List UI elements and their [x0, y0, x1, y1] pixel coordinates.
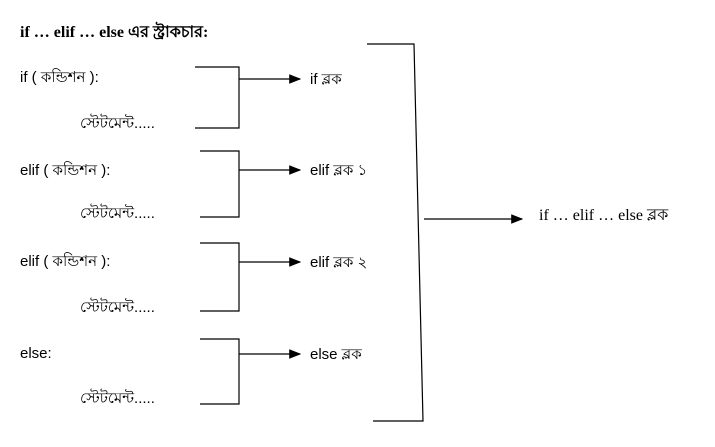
elif-1-header: elif ( কন্ডিশন ):: [20, 161, 110, 179]
else-header: else:: [20, 345, 52, 362]
overall-block-label: if … elif … else ব্লক: [539, 207, 669, 224]
else-block-group: else: স্টেটমেন্ট..... else ব্লক: [20, 338, 362, 407]
elif-block-2-group: elif ( কন্ডিশন ): স্টেটমেন্ট..... elif ব…: [20, 242, 367, 316]
if-bracket: [195, 66, 240, 129]
elif-2-statement: স্টেটমেন্ট.....: [80, 298, 155, 316]
diagram-title: if … elif … else এর স্ট্রাকচার:: [20, 21, 208, 41]
else-bracket: [200, 338, 240, 405]
if-statement: স্টেটমেন্ট.....: [80, 114, 155, 132]
elif-1-statement: স্টেটমেন্ট.....: [80, 204, 155, 222]
if-block-label: if ব্লক: [310, 71, 342, 88]
overall-bracket: [367, 43, 424, 422]
else-statement: স্টেটমেন্ট.....: [80, 389, 155, 407]
elif-1-block-label: elif ব্লক ১: [310, 162, 367, 179]
elif-1-bracket: [200, 150, 240, 218]
if-block-group: if ( কন্ডিশন ): স্টেটমেন্ট..... if ব্লক: [20, 66, 342, 132]
elif-2-block-label: elif ব্লক ২: [310, 254, 367, 271]
if-header: if ( কন্ডিশন ):: [20, 68, 99, 86]
elif-2-header: elif ( কন্ডিশন ):: [20, 252, 110, 270]
elif-block-1-group: elif ( কন্ডিশন ): স্টেটমেন্ট..... elif ব…: [20, 150, 367, 222]
elif-2-bracket: [200, 242, 240, 312]
else-block-label: else ব্লক: [310, 346, 362, 363]
